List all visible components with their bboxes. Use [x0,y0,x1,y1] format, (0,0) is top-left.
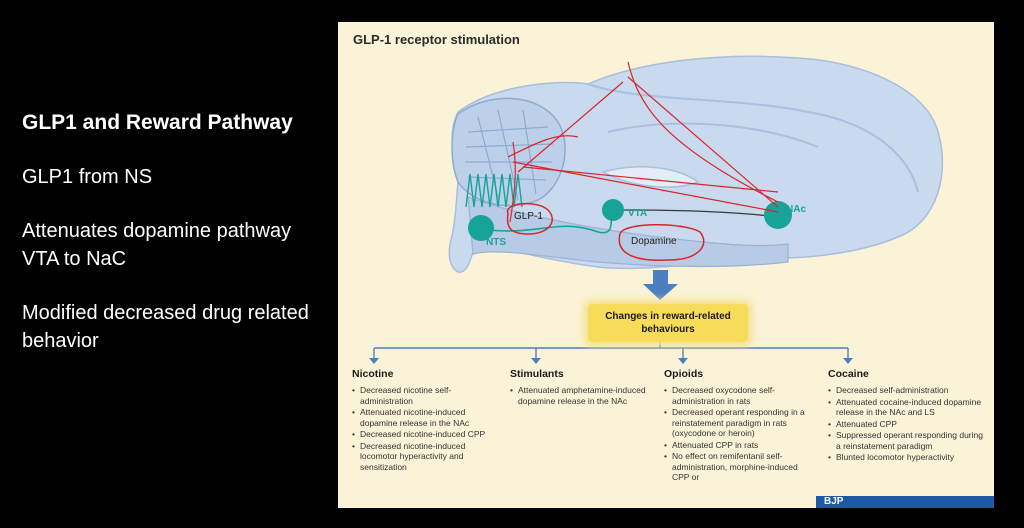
column-nicotine: Nicotine Decreased nicotine self-adminis… [352,368,502,473]
nts-region [468,215,494,241]
slide-bullet-2: Attenuates dopamine pathway VTA to NaC [22,220,292,270]
list-item: Blunted locomotor hyperactivity [828,452,986,463]
changes-box: Changes in reward-related behaviours [588,304,748,342]
list-item: Attenuated CPP in rats [664,440,816,451]
column-stimulants: Stimulants Attenuated amphetamine-induce… [510,368,650,407]
column-heading: Stimulants [510,368,564,380]
annotation-line [509,141,516,223]
slide-bullet-1: GLP1 from NS [22,166,153,188]
annotation-line [507,135,579,158]
annotation-line [627,76,779,208]
nts-label: NTS [486,237,506,248]
dopamine-label: Dopamine [631,236,677,247]
cortex-curve [587,83,919,193]
annotation-line [627,61,779,203]
glp1-reward-figure: GLP-1 receptor stimulation [338,22,994,508]
list-item: Decreased self-administration [828,385,986,396]
column-opioids: Opioids Decreased oxycodone self-adminis… [664,368,816,484]
brainstem [467,196,789,268]
list-item: Decreased nicotine self-administration [352,385,502,406]
vta-nac-pathway [622,209,779,218]
list-item: Decreased nicotine-induced CPP [352,429,502,440]
vagal-afferents [465,173,523,208]
list-item: Attenuated CPP [828,419,986,430]
column-heading: Cocaine [828,368,869,380]
list-item: Suppressed operant responding during a r… [828,430,986,451]
list-item: Decreased operant responding in a reinst… [664,407,816,439]
journal-badge: BJP [816,496,994,508]
list-item: Attenuated nicotine-induced dopamine rel… [352,407,502,428]
annotation-circle-glp1 [506,202,553,235]
column-cocaine: Cocaine Decreased self-administration At… [828,368,986,464]
slide-title: GLP1 and Reward Pathway [22,111,293,134]
slide-text-panel: GLP1 and Reward Pathway GLP1 from NS Att… [22,108,322,381]
cerebellum-folds [465,109,554,201]
vta-label: VTA [628,208,648,219]
list-item: No effect on remifentanil self-administr… [664,451,816,483]
glp1-label: GLP-1 [514,211,543,222]
brain-diagram [369,55,944,364]
vta-region [602,199,624,221]
list-item: Attenuated amphetamine-induced dopamine … [510,385,650,406]
nac-label: NAc [786,204,807,215]
annotation-line [522,166,779,193]
list-item: Attenuated cocaine-induced dopamine rele… [828,397,986,418]
slide-bullet-3: Modified decreased drug related behavior [22,302,309,352]
list-item: Decreased nicotine-induced locomotor hyp… [352,441,502,473]
nac-region [764,201,792,229]
figure-title: GLP-1 receptor stimulation [353,32,520,47]
tree-connector [373,340,849,362]
cortex-curve [607,122,819,148]
column-heading: Nicotine [352,368,394,380]
column-heading: Opioids [664,368,704,380]
list-item: Decreased oxycodone self-administration … [664,385,816,406]
tree-arrowheads [369,358,853,364]
annotation-circle-dopamine [618,224,705,261]
annotation-line [517,81,624,173]
down-arrow-icon [643,270,678,300]
